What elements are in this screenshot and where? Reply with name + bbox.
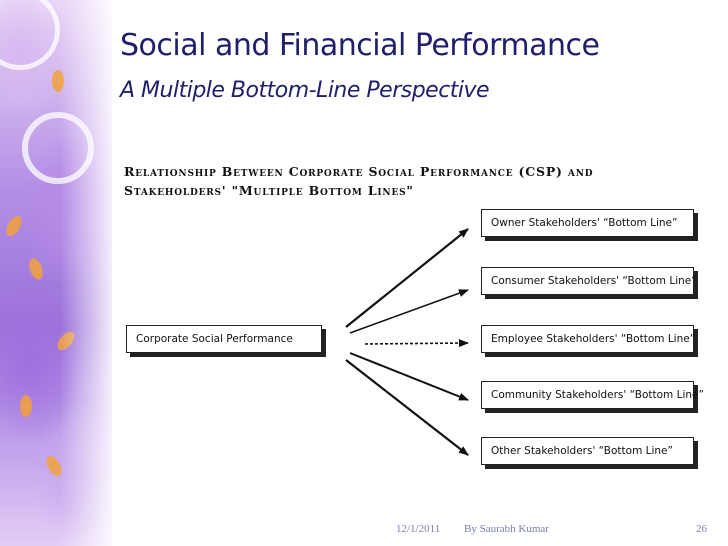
target-box-owner: Owner Stakeholders' “Bottom Line” — [481, 209, 694, 237]
diagram-heading-line1: Relationship Between Corporate Social Pe… — [124, 164, 594, 179]
slide-subtitle: A Multiple Bottom-Line Perspective — [120, 78, 490, 103]
target-box-community: Community Stakeholders' “Bottom Line” — [481, 381, 704, 409]
target-box-consumer: Consumer Stakeholders' “Bottom Line” — [481, 267, 697, 295]
flower-background-image — [0, 0, 112, 546]
target-label: Employee Stakeholders' “Bottom Line” — [491, 333, 696, 345]
diagram-heading-line2: Stakeholders' "Multiple Bottom Lines" — [124, 183, 414, 198]
target-box-other: Other Stakeholders' “Bottom Line” — [481, 437, 694, 465]
source-box: Corporate Social Performance — [126, 325, 322, 353]
arrow-to-consumer — [349, 289, 469, 334]
diagram-heading: Relationship Between Corporate Social Pe… — [124, 162, 593, 200]
target-label: Owner Stakeholders' “Bottom Line” — [491, 217, 678, 229]
target-box-employee: Employee Stakeholders' “Bottom Line” — [481, 325, 696, 353]
arrow-to-community — [349, 352, 469, 401]
arrow-to-employee — [364, 339, 469, 348]
target-label: Community Stakeholders' “Bottom Line” — [491, 389, 704, 401]
footer-page-number: 26 — [696, 523, 707, 535]
slide-title: Social and Financial Performance — [120, 28, 600, 63]
footer-author: By Saurabh Kumar — [464, 523, 549, 535]
target-label: Consumer Stakeholders' “Bottom Line” — [491, 275, 697, 287]
footer-date: 12/1/2011 — [396, 523, 441, 535]
source-label: Corporate Social Performance — [136, 333, 293, 345]
arrow-to-other — [345, 359, 469, 456]
target-label: Other Stakeholders' “Bottom Line” — [491, 445, 673, 457]
arrow-to-owner — [345, 228, 469, 328]
